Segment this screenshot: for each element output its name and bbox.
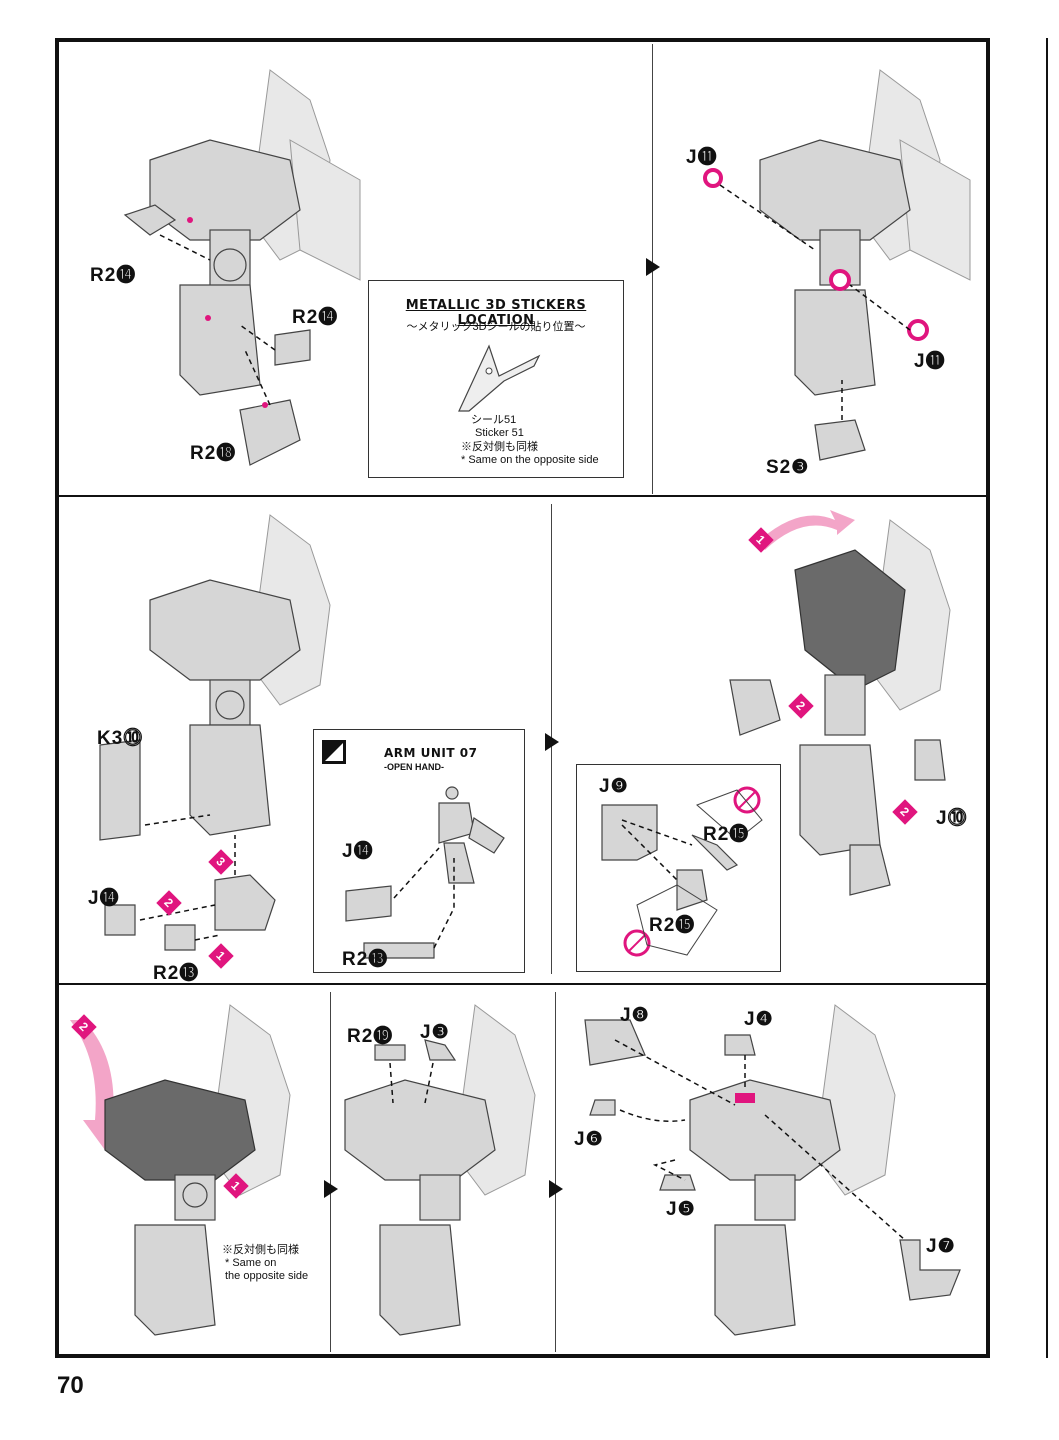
- arm-unit-title: ARM UNIT 07: [384, 746, 478, 760]
- arm-unit-subtitle: -OPEN HAND-: [384, 762, 444, 772]
- label-j11b: J⓫: [914, 351, 946, 372]
- label-j3: J❸: [420, 1022, 450, 1043]
- pose-icon: [325, 743, 343, 761]
- step-arrow-1: [646, 258, 660, 276]
- sticker-jp: シール51: [471, 414, 517, 426]
- sticker-en: Sticker 51: [475, 427, 524, 439]
- stickers-note-en: * Same on the opposite side: [461, 454, 599, 466]
- row-divider-2: [57, 983, 988, 985]
- row-divider-1: [57, 495, 988, 497]
- label-r2-18: R2⓲: [190, 443, 237, 464]
- label-j8: J❽: [620, 1005, 650, 1026]
- stickers-subtitle: ～メタリック3Dシールの貼り位置～: [406, 321, 586, 333]
- next-page-edge: [1046, 38, 1048, 1358]
- label-r2-15a: R2⓯: [703, 824, 750, 845]
- stickers-title: METALLIC 3D STICKERS LOCATION: [405, 298, 587, 328]
- arm-assembly-illustration-r2b: [729, 510, 951, 896]
- arm-assembly-illustration-r2a: [99, 514, 331, 951]
- label-j7: J❼: [926, 1236, 956, 1257]
- col-divider-r3b: [555, 992, 556, 1352]
- label-j6: J❻: [574, 1129, 604, 1150]
- arm-assembly-illustration-r1b: [703, 69, 971, 461]
- arm-assembly-illustration-r3c: [584, 1004, 961, 1336]
- arm-assembly-illustration-r1a: [123, 69, 361, 466]
- label-j10: J⓾: [936, 808, 968, 829]
- label-j4: J❹: [744, 1009, 774, 1030]
- label-r2-15b: R2⓯: [649, 915, 696, 936]
- label-r2-14b: R2⓮: [292, 307, 339, 328]
- label-k3-10: K3⓾: [97, 728, 144, 749]
- label-j5: J❺: [666, 1199, 696, 1220]
- sticker-part-illustration: [458, 344, 541, 412]
- step-arrow-2: [545, 733, 559, 751]
- detail-illustration: [601, 786, 763, 957]
- label-r2-19: R2⓳: [347, 1026, 394, 1047]
- label-j14b: J⓮: [342, 841, 374, 862]
- label-j9: J❾: [599, 776, 629, 797]
- arm-assembly-illustration-r3b: [344, 1004, 536, 1336]
- label-s2-3: S2❸: [766, 457, 810, 478]
- step-arrow-3: [324, 1180, 338, 1198]
- bottom-note-jp: ※反対側も同様: [222, 1244, 299, 1256]
- open-hand-illustration: [345, 786, 505, 959]
- page-number: 70: [57, 1372, 84, 1399]
- bottom-note-en: * Same on the opposite side: [225, 1257, 309, 1282]
- label-j14a: J⓮: [88, 888, 120, 909]
- stickers-location-box: METALLIC 3D STICKERS LOCATION ～メタリック3Dシー…: [368, 280, 624, 478]
- arm-unit-box: ARM UNIT 07 -OPEN HAND- J⓮ R2⓭: [313, 729, 525, 973]
- label-r2-13a: R2⓭: [153, 963, 200, 984]
- page-frame: [55, 38, 990, 1358]
- step-arrow-4: [549, 1180, 563, 1198]
- stickers-note-jp: ※反対側も同様: [461, 441, 538, 453]
- arm-assembly-illustration-r3a: [70, 1004, 291, 1336]
- arm-unit-icon: [322, 740, 346, 764]
- col-divider-r3a: [330, 992, 331, 1352]
- label-r2-13b: R2⓭: [342, 949, 389, 970]
- label-j11a: J⓫: [686, 147, 718, 168]
- zoom-detail-box: J❾ R2⓯ R2⓯: [576, 764, 781, 972]
- label-r2-14a: R2⓮: [90, 265, 137, 286]
